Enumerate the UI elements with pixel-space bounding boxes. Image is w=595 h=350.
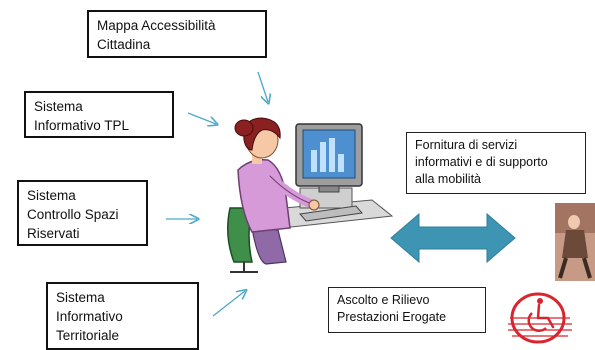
box-line: Controllo Spazi xyxy=(27,207,119,222)
box-line: Informativo xyxy=(56,309,123,324)
arrow-from-territoriale xyxy=(212,291,245,317)
box-sistema-informativo-territoriale: Sistema Informativo Territoriale xyxy=(46,282,199,350)
box-sistema-informativo-tpl: Sistema Informativo TPL xyxy=(24,91,174,138)
box-mappa-accessibilita: Mappa Accessibilità Cittadina xyxy=(87,10,267,58)
box-line: Informativo TPL xyxy=(34,118,130,133)
box-line: Cittadina xyxy=(97,37,151,52)
double-arrow-icon xyxy=(390,212,516,264)
box-line: alla mobilità xyxy=(415,172,482,186)
arrow-from-tpl xyxy=(187,112,216,124)
operator-at-computer-icon xyxy=(227,117,394,273)
box-line: Mappa Accessibilità xyxy=(97,18,216,33)
pedestrian-photo-icon xyxy=(555,203,595,281)
box-line: Prestazioni Erogate xyxy=(337,310,447,324)
box-sistema-controllo-spazi: Sistema Controllo Spazi Riservati xyxy=(17,180,148,246)
box-line: Sistema xyxy=(27,188,76,203)
box-fornitura-servizi: Fornitura di servizi informativi e di su… xyxy=(406,132,586,194)
box-line: Sistema xyxy=(56,290,105,305)
box-line: Fornitura di servizi xyxy=(415,138,518,152)
box-line: Ascolto e Rilievo xyxy=(337,293,430,307)
box-line: Sistema xyxy=(34,99,83,114)
wheelchair-accessibility-icon xyxy=(508,292,572,344)
box-line: Riservati xyxy=(27,226,80,241)
arrow-from-mappa xyxy=(257,71,268,102)
box-line: Territoriale xyxy=(56,328,120,343)
box-ascolto-rilievo: Ascolto e Rilievo Prestazioni Erogate xyxy=(328,287,486,333)
box-line: informativi e di supporto xyxy=(415,155,548,169)
